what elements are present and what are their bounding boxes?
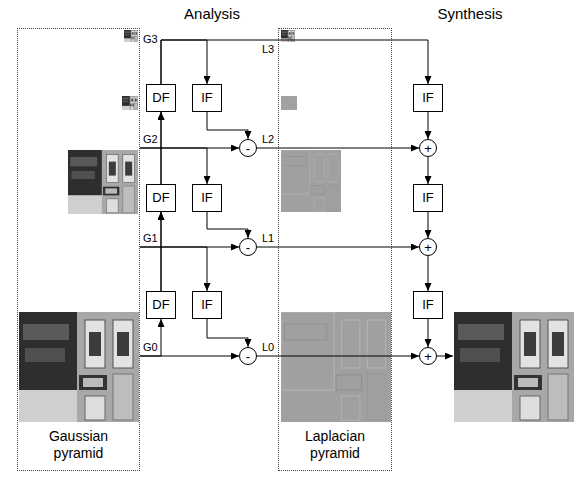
signal-name: G2 [143, 133, 158, 146]
signal-name: G3 [143, 33, 158, 46]
filter-name: DF [152, 298, 169, 312]
gaussian-image [124, 30, 138, 42]
signal-arrow [428, 112, 429, 139]
filter-box: IF [413, 84, 443, 112]
filter-box: DF [146, 291, 176, 319]
laplacian-image [281, 312, 391, 422]
signal-name: L0 [262, 341, 274, 354]
signal-arrow [428, 256, 429, 291]
signal-arrow [428, 157, 429, 184]
filter-box: DF [146, 184, 176, 212]
panel-caption: Laplacian pyramid [299, 428, 371, 462]
signal-arrow [161, 247, 207, 291]
signal-arrow [428, 319, 429, 347]
gaussian-image [122, 96, 138, 110]
signal-name: G1 [143, 232, 158, 245]
signal-name: L3 [262, 43, 274, 56]
filter-name: DF [152, 191, 169, 205]
subtract-node: - [239, 139, 257, 157]
output-arrow [437, 356, 453, 357]
signal-arrow [257, 356, 419, 357]
pyramid-panel: Gaussian pyramid [17, 28, 140, 471]
gaussian-image [68, 150, 138, 214]
gaussian-image [19, 312, 139, 422]
signal-arrow [140, 319, 161, 356]
operator-sign: - [246, 142, 250, 155]
signal-arrow [140, 212, 161, 247]
signal-arrow [428, 212, 429, 238]
laplacian-image [281, 96, 297, 110]
filter-name: IF [422, 298, 434, 312]
filter-box: IF [413, 184, 443, 212]
filter-name: IF [422, 91, 434, 105]
signal-arrow [161, 148, 207, 184]
section-title: Analysis [184, 5, 240, 22]
signal-name: G0 [143, 341, 158, 354]
filter-box: DF [146, 84, 176, 112]
filter-box: IF [192, 291, 222, 319]
filter-name: IF [201, 191, 213, 205]
signal-arrow [207, 112, 248, 139]
operator-sign: + [424, 241, 432, 254]
signal-name: L2 [262, 133, 274, 146]
filter-name: IF [201, 298, 213, 312]
panel-caption: Gaussian pyramid [43, 428, 115, 462]
operator-sign: - [246, 241, 250, 254]
signal-arrow [140, 356, 239, 357]
signal-name: L1 [262, 232, 274, 245]
pyramid-panel: Laplacian pyramid [278, 28, 392, 471]
filter-name: IF [201, 91, 213, 105]
operator-sign: + [424, 350, 432, 363]
filter-name: DF [152, 91, 169, 105]
filter-box: IF [413, 291, 443, 319]
subtract-node: - [239, 238, 257, 256]
signal-arrow [207, 212, 248, 238]
subtract-node: - [239, 347, 257, 365]
add-node: + [419, 347, 437, 365]
signal-arrow [161, 40, 207, 84]
section-title: Synthesis [437, 5, 502, 22]
signal-arrow [140, 112, 161, 148]
signal-arrow [161, 40, 428, 84]
add-node: + [419, 139, 437, 157]
signal-arrow [207, 319, 248, 347]
filter-name: IF [422, 191, 434, 205]
operator-sign: - [246, 350, 250, 363]
operator-sign: + [424, 142, 432, 155]
add-node: + [419, 238, 437, 256]
signal-arrow [257, 247, 419, 248]
filter-box: IF [192, 84, 222, 112]
filter-box: IF [192, 184, 222, 212]
signal-arrow [257, 148, 419, 149]
laplacian-image [281, 150, 341, 212]
output-image [454, 312, 574, 422]
